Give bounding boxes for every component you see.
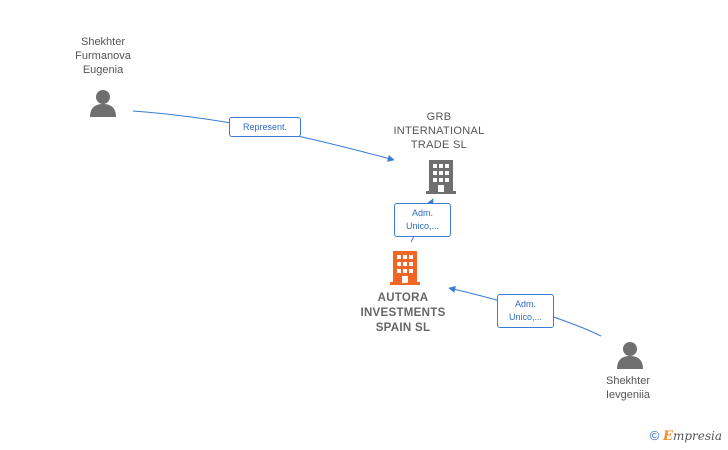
brand-logo-e: E bbox=[663, 429, 673, 444]
empresia-watermark: © Empresia bbox=[650, 428, 722, 444]
edge-label-adm-grb[interactable]: Adm. Unico,... bbox=[394, 203, 451, 237]
building-icon-main[interactable] bbox=[390, 251, 420, 285]
edge-label-represent[interactable]: Represent. bbox=[229, 117, 301, 137]
building-icon[interactable] bbox=[426, 160, 456, 194]
person-label-shekhter-ievgeniia[interactable]: Shekhter Ievgeniia bbox=[605, 375, 651, 401]
company-label-grb[interactable]: GRB INTERNATIONAL TRADE SL bbox=[393, 111, 485, 151]
person-label-shekhter-furmanova-eugenia[interactable]: Shekhter Furmanova Eugenia bbox=[75, 36, 131, 76]
copyright-symbol: © bbox=[649, 428, 660, 443]
person-icon[interactable] bbox=[615, 340, 645, 370]
company-label-autora[interactable]: AUTORA INVESTMENTS SPAIN SL bbox=[360, 292, 446, 334]
person-icon[interactable] bbox=[88, 88, 118, 118]
brand-name: mpresia bbox=[672, 429, 722, 443]
edge-label-adm-autora[interactable]: Adm. Unico,... bbox=[497, 294, 554, 328]
